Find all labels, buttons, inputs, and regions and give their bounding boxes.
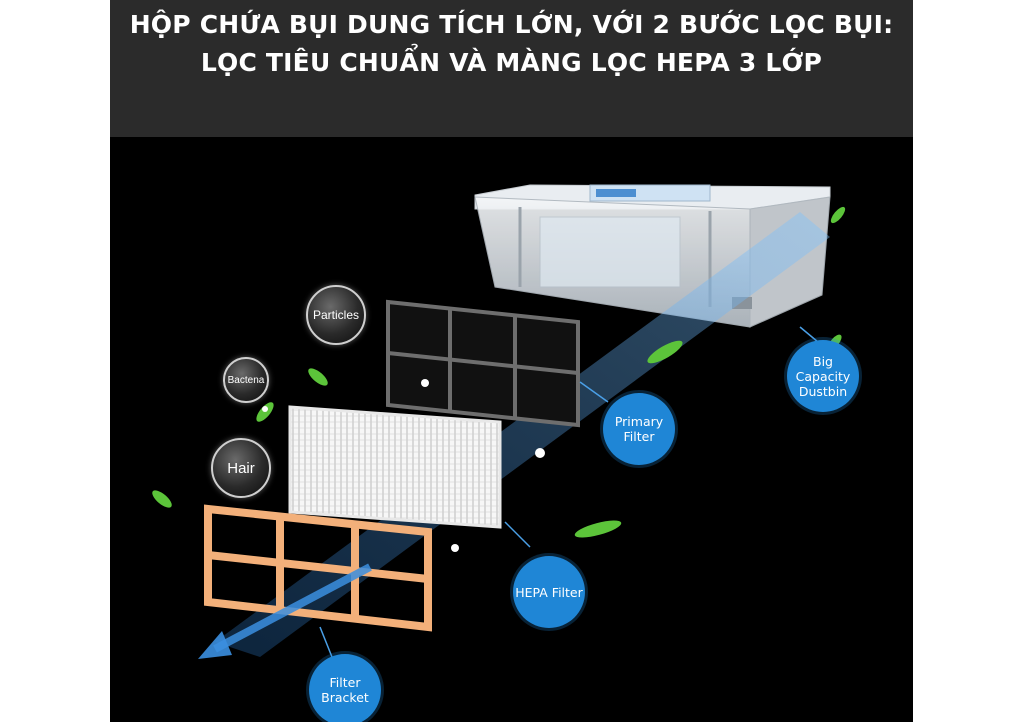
callout-lines <box>319 326 819 658</box>
primary-filter-image <box>386 299 580 428</box>
hair-bubble-label: Hair <box>227 459 255 477</box>
callout-label: HEPA Filter <box>515 584 583 600</box>
hair-bubble: Hair <box>211 438 271 498</box>
title-banner <box>110 0 913 137</box>
title-line-2: LỌC TIÊU CHUẨN VÀ MÀNG LỌC HEPA 3 LỚP <box>200 48 823 77</box>
particles-bubble-label: Particles <box>312 308 359 322</box>
filter-illustration <box>152 184 846 659</box>
hepa-filter-image <box>288 405 502 529</box>
callout-big-capacity-dustbin: Big Capacity Dustbin <box>787 340 859 412</box>
callout-label: Primary Filter <box>614 414 664 444</box>
callout-hepa-filter: HEPA Filter <box>513 556 585 628</box>
callout-label: Big Capacity Dustbin <box>795 353 851 399</box>
particles-bubble: Particles <box>306 285 366 345</box>
product-image-panel: HỘP CHỨA BỤI DUNG TÍCH LỚN, VỚI 2 BƯỚC L… <box>110 0 913 722</box>
dustbin-image <box>474 184 831 328</box>
callout-label: Filter Bracket <box>321 675 369 705</box>
title-line-1: HỘP CHỨA BỤI DUNG TÍCH LỚN, VỚI 2 BƯỚC L… <box>129 10 894 39</box>
airflow-beam <box>215 212 830 657</box>
bacteria-bubble: Bactena <box>223 357 269 403</box>
filter-bracket-image <box>204 504 432 632</box>
dust-particles <box>262 379 545 552</box>
airflow-arrow-icon <box>198 563 372 659</box>
callout-filter-bracket: Filter Bracket <box>309 654 381 722</box>
bacteria-bubble-label: Bactena <box>227 374 265 386</box>
callout-primary-filter: Primary Filter <box>603 393 675 465</box>
leaf-decorations <box>152 206 846 538</box>
